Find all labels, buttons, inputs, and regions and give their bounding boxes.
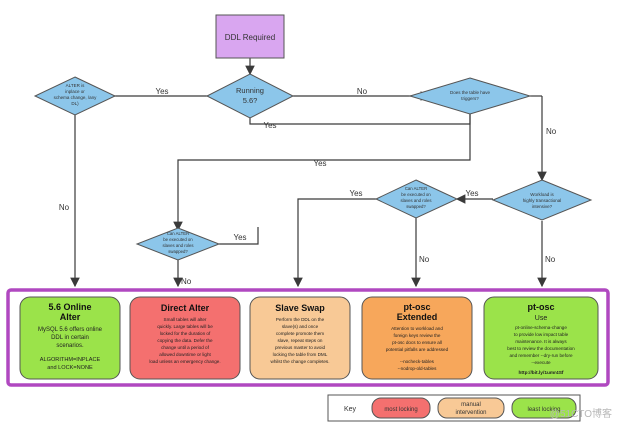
legend: Key most locking manual intervention lea… [327,394,581,422]
outcome-direct-alter-b5: change until a period of [161,345,209,350]
legend-most-swatch [371,397,431,419]
outcome-slave-swap-b5: previous master to avoid [275,345,325,350]
outcome-ptosc-use: pt-osc Use pt-online-schema-change to pr… [483,296,599,380]
start-label: DDL Required [225,33,275,42]
decision-alter-inplace: ALTER is inplace or schema change, /any … [33,76,117,116]
outcome-slave-swap-title: Slave Swap [275,303,325,313]
outcome-direct-alter-b3: locked for the duration of [160,331,211,336]
outcome-online-alter-title1: 5.6 Online [48,302,91,312]
edge-labels: Yes No Yes No Yes Yes Yes Yes No No No N… [59,87,557,286]
outcome-ptosc-use-b6: --execute [531,360,551,365]
decision-alter-online-line4: swapped? [168,249,188,254]
decision-alter-online-line3: slaves and roles [162,243,193,248]
legend-key-label: Key [344,406,357,413]
decision-transactional: Workload is highly transactional intensi… [491,179,593,221]
decision-running56: Running 5.6? [205,73,295,119]
outcome-online-alter: 5.6 Online Alter MySQL 5.6 offers online… [19,296,121,380]
edge-label-no-1: No [357,87,368,96]
outcome-ptosc-use-link: http://bit.ly/1umr4Sf [518,370,563,376]
edge-label-yes-4: Yes [349,189,362,198]
decision-alter-slaves: Can ALTER be executed on slaves and role… [374,179,459,219]
outcome-slave-swap-b7: whilst the change completes. [271,359,330,364]
outcome-ptosc-extended-title2: Extended [397,312,438,322]
decision-alter-online: Can ALTER be executed on slaves and role… [135,227,221,261]
outcome-ptosc-extended-b5: --nocheck-tables [400,359,435,364]
decision-alter-inplace-line1: ALTER is [66,83,85,88]
outcome-ptosc-extended-b4: potential pitfalls are addressed [386,347,449,352]
outcome-ptosc-use-b2: to provide low impact table [514,332,569,337]
outcome-direct-alter-b1: Small tables will alter [164,317,207,322]
outcome-slave-swap-b4: slave, repeat steps on [278,338,323,343]
decision-has-triggers-line2: triggers? [461,96,479,101]
outcome-ptosc-extended-b1: Attention to workload and [391,326,443,331]
outcome-ptosc-extended-b3: pt-osc docs to ensure all [392,340,442,345]
outcome-online-alter-b3: scenarios. [56,343,84,349]
decision-alter-online-line2: be executed on [163,237,193,242]
legend-manual-label1: manual [461,402,481,408]
edge-label-yes-3: Yes [313,159,326,168]
decision-running56-line1: Running [236,86,264,95]
edge-label-no-3: No [59,203,70,212]
edge-label-yes-2: Yes [263,121,276,130]
outcome-online-alter-b6: and LOCK=NONE [47,365,93,371]
outcome-ptosc-extended: pt-osc Extended Attention to workload an… [361,296,473,380]
decision-alter-online-line1: Can ALTER [167,231,189,236]
decision-alter-inplace-line3: schema change, /any [54,95,98,100]
outcome-slave-swap-b6: locking the table from DML [273,352,328,357]
connectors [70,58,547,288]
watermark: @51CTO博客 [550,407,612,420]
outcome-slave-swap-b2: slave(s) and once [282,324,319,329]
edge-label-no-6: No [545,255,556,264]
start-node: DDL Required [215,14,285,59]
legend-manual-swatch [437,397,505,419]
outcome-ptosc-use-title1: pt-osc [528,302,555,312]
outcome-direct-alter-b6: allowed downtime or light [159,352,211,357]
decision-transactional-line2: highly transactional [523,198,562,203]
outcome-direct-alter: Direct Alter Small tables will alter qui… [129,296,241,380]
decision-alter-slaves-line1: Can ALTER [405,186,427,191]
outcome-online-alter-title2: Alter [60,312,81,322]
outcome-direct-alter-b4: copying the data. Defer the [157,338,213,343]
outcome-direct-alter-b7: load unless an emergency change. [149,359,220,364]
decision-has-triggers: Does the table have triggers? [408,77,532,115]
decision-running56-line2: 5.6? [243,96,258,105]
outcome-ptosc-use-b3: maintenance. It is always [515,339,567,344]
outcome-slave-swap: Slave Swap Perform the DDL on the slave(… [249,296,351,380]
legend-least-label: least locking [527,407,560,413]
edge-label-no-5: No [419,255,430,264]
edge-label-yes-5: Yes [465,189,478,198]
outcome-ptosc-extended-title1: pt-osc [404,302,431,312]
outcome-online-alter-b5: ALGORITHM=INPLACE [40,357,101,363]
outcome-online-alter-b1: MySQL 5.6 offers online [38,327,103,333]
outcomes-frame [6,288,610,387]
decision-alter-slaves-line4: swapped? [406,204,426,209]
outcome-slave-swap-b3: complete promote them [276,331,324,336]
legend-least-swatch [511,397,577,419]
outcome-online-alter-b2: DDL in certain [51,335,89,341]
decision-has-triggers-line1: Does the table have [450,90,491,95]
outcome-ptosc-use-b4: best to review the documentation [507,346,575,351]
outcome-ptosc-use-b5: and remember --dry-run before [509,353,573,358]
outcome-ptosc-use-b1: pt-online-schema-change [515,325,567,330]
decision-alter-inplace-line2: inplace or [65,89,85,94]
edge-label-no-2: No [546,127,557,136]
outcome-direct-alter-b2: quickly. Large tables will be [157,324,213,329]
outcome-ptosc-extended-b2: foreign keys review the [394,333,441,338]
decision-transactional-line3: intensive? [532,204,553,209]
decision-alter-slaves-line2: be executed on [401,192,431,197]
outcome-direct-alter-title: Direct Alter [161,303,210,313]
edge-label-yes-6: Yes [233,233,246,242]
edge-label-yes-1: Yes [155,87,168,96]
decision-alter-inplace-line4: DL) [71,101,79,106]
decision-transactional-line1: Workload is [530,192,554,197]
legend-manual-label2: intervention [455,410,486,416]
legend-most-label: most locking [384,407,417,413]
outcome-ptosc-use-title2: Use [535,315,548,322]
decision-alter-slaves-line3: slaves and roles [400,198,431,203]
outcome-ptosc-extended-b6: --nodrop-old-tables [398,366,438,371]
outcome-slave-swap-b1: Perform the DDL on the [276,317,325,322]
edge-label-no-4: No [181,277,192,286]
